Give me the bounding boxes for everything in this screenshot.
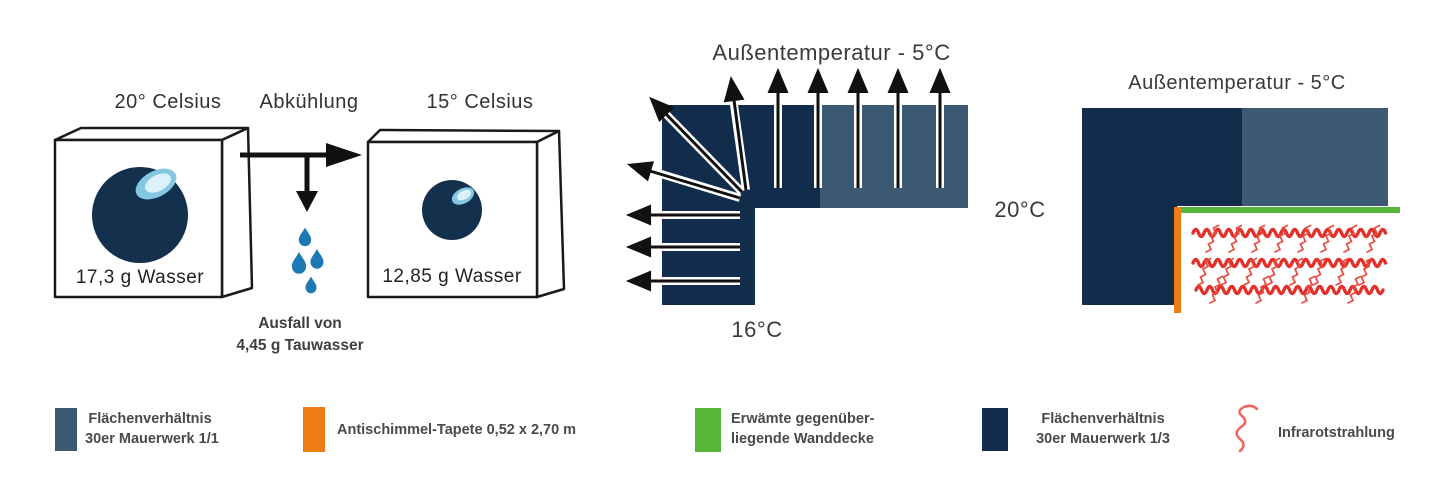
legend-line: Flächenverhältnis xyxy=(88,411,212,427)
temp-after-label: 15° Celsius xyxy=(426,91,534,113)
water-sphere-small xyxy=(422,180,482,240)
infrared-wallpaper-diagram xyxy=(1082,108,1400,313)
infrared-radiation-icon xyxy=(1191,224,1388,304)
wall-segment-1-1-right xyxy=(1242,108,1388,206)
anti-mould-wallpaper-strip xyxy=(1174,207,1181,313)
legend-line: Erwämte gegenüber- xyxy=(731,411,875,427)
condensate-result-label: Ausfall von 4,45 g Tauwasser xyxy=(210,313,390,357)
cooling-arrow-icon xyxy=(240,143,362,212)
water-mass-after-label: 12,85 g Wasser xyxy=(382,266,522,287)
legend-item-flaechenverhaeltnis-1-3: Flächenverhältnis 30er Mauerwerk 1/3 xyxy=(1023,409,1183,449)
legend-item-flaechenverhaeltnis-1-1: Flächenverhältnis 30er Mauerwerk 1/1 xyxy=(85,409,219,449)
water-droplets-icon xyxy=(291,227,324,294)
orange-swatch xyxy=(303,407,325,452)
legend-item-infrarotstrahlung: Infrarotstrahlung xyxy=(1278,425,1395,441)
legend-item-erwaermte-wanddecke: Erwämte gegenüber- liegende Wanddecke xyxy=(731,409,874,449)
water-mass-before-label: 17,3 g Wasser xyxy=(75,267,205,288)
legend-line: Flächenverhältnis xyxy=(1041,411,1165,427)
temp-before-label: 20° Celsius xyxy=(114,91,222,113)
corner-wall-heat-loss-diagram xyxy=(625,67,968,305)
slate-swatch xyxy=(55,408,77,451)
cooling-process-label: Abkühlung xyxy=(259,91,359,113)
room-temperature-label: 20°C xyxy=(994,197,1046,222)
wall-segment-1-3-right xyxy=(1082,108,1242,305)
navy-swatch xyxy=(982,408,1008,451)
wall-temperature-label: 16°C xyxy=(731,317,783,342)
legend-line: 30er Mauerwerk 1/3 xyxy=(1036,431,1170,447)
infrared-squiggle xyxy=(1235,404,1259,453)
legend-line: 30er Mauerwerk 1/1 xyxy=(85,431,219,447)
heat-loss-arrows-icon xyxy=(625,67,951,292)
legend-item-antischimmel-tapete: Antischimmel-Tapete 0,52 x 2,70 m xyxy=(337,422,577,438)
condensate-result-line2: 4,45 g Tauwasser xyxy=(236,337,364,354)
condensation-diagram xyxy=(53,126,566,299)
outside-temperature-title-middle: Außentemperatur - 5°C xyxy=(712,40,951,65)
condensate-result-line1: Ausfall von xyxy=(258,315,342,332)
warmed-ceiling-strip xyxy=(1181,207,1400,213)
legend-icons xyxy=(55,404,1259,453)
green-swatch xyxy=(695,408,721,452)
outside-temperature-title-right: Außentemperatur - 5°C xyxy=(1128,72,1346,94)
legend-line: liegende Wanddecke xyxy=(731,431,874,447)
water-sphere-large xyxy=(92,167,188,263)
